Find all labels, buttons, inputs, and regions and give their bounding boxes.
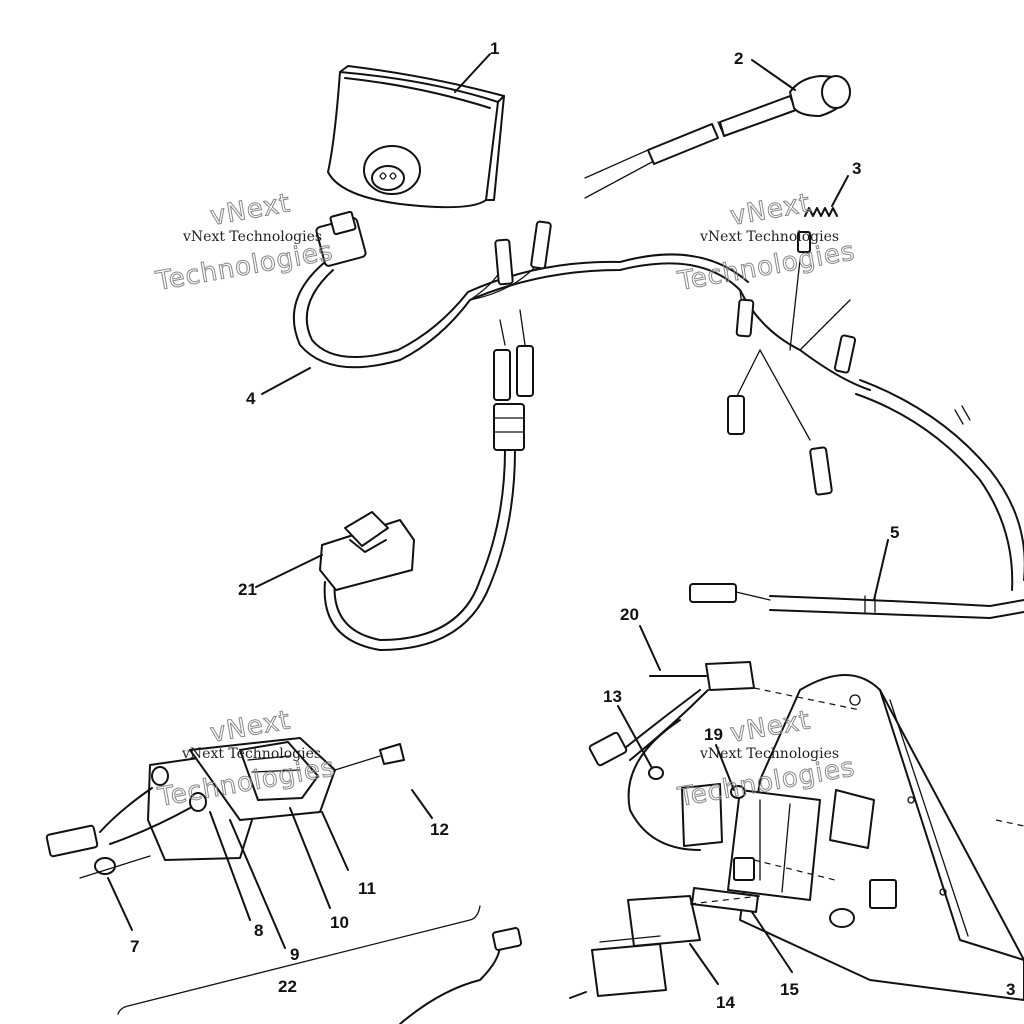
svg-text:vNext Technologies: vNext Technologies [699, 229, 839, 245]
tail-harness [117, 905, 523, 1024]
callout-22: 22 [278, 977, 297, 996]
callout-labels: 1 2 3 4 5 7 8 9 10 11 12 13 14 15 19 20 … [130, 39, 1015, 1012]
wire-clip [804, 207, 838, 217]
headlight-housing [327, 65, 505, 209]
mounting-bracket [569, 661, 1024, 1001]
callout-9: 9 [290, 945, 299, 964]
callout-2: 2 [734, 49, 743, 68]
callout-13: 13 [603, 687, 622, 706]
callout-4: 4 [246, 389, 256, 408]
svg-text:Technologies: Technologies [153, 236, 336, 297]
callout-8: 8 [254, 921, 263, 940]
leader-lines [107, 53, 889, 985]
svg-text:vNext: vNext [728, 188, 813, 232]
callout-20: 20 [620, 605, 639, 624]
main-harness [292, 210, 871, 651]
callout-7: 7 [130, 937, 139, 956]
svg-text:vNext Technologies: vNext Technologies [699, 746, 839, 762]
ground-cable [689, 379, 1024, 619]
callout-19: 19 [704, 725, 723, 744]
callout-21: 21 [238, 580, 257, 599]
callout-12: 12 [430, 820, 449, 839]
tail-light-assembly [45, 737, 405, 879]
svg-text:vNext Technologies: vNext Technologies [181, 746, 321, 762]
callout-10: 10 [330, 913, 349, 932]
svg-text:Technologies: Technologies [675, 236, 858, 297]
svg-text:vNext: vNext [208, 188, 293, 232]
callout-11: 11 [358, 879, 376, 898]
toggle-switch [319, 511, 415, 591]
callout-5: 5 [890, 523, 899, 542]
bulb-socket [584, 75, 851, 199]
callout-3: 3 [852, 159, 861, 178]
callout-3b: 3 [1006, 980, 1015, 999]
svg-text:vNext Technologies: vNext Technologies [182, 229, 322, 245]
callout-15: 15 [780, 980, 799, 999]
callout-14: 14 [716, 993, 735, 1012]
watermark-2: vNext vNext Technologies Technologies [675, 188, 859, 298]
callout-1: 1 [490, 39, 499, 58]
